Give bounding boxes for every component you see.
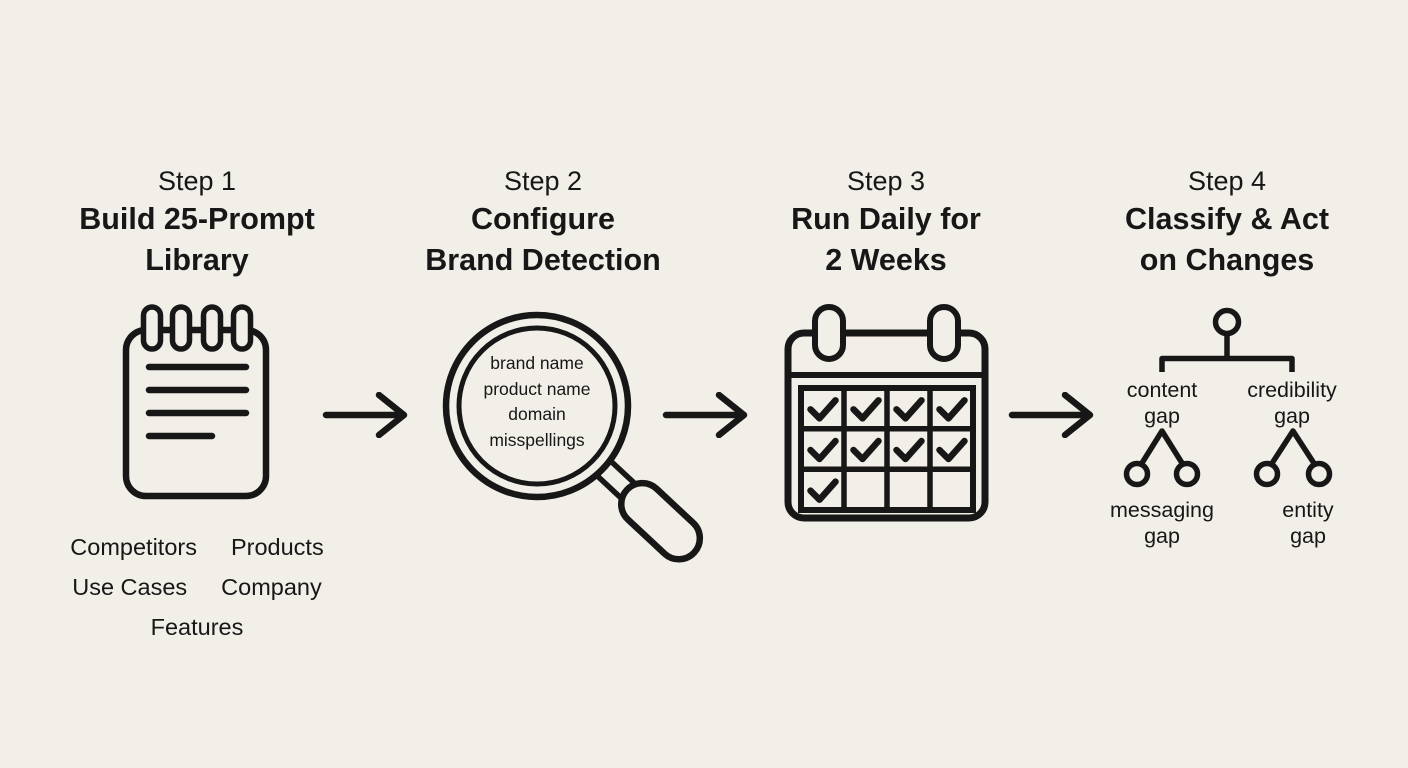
- check-icon: [807, 397, 839, 422]
- branch-credibility-gap: credibility gap: [1212, 377, 1372, 429]
- arrow-right-icon: [662, 392, 748, 438]
- check-icon: [850, 437, 882, 463]
- calendar-checkmarks: [807, 397, 968, 503]
- step2-header: Step 2 Configure Brand Detection: [353, 163, 733, 281]
- step1-header: Step 1 Build 25-Prompt Library: [7, 163, 387, 281]
- step4-title-line1: Classify & Act: [1125, 202, 1329, 236]
- step3-header: Step 3 Run Daily for 2 Weeks: [696, 163, 1076, 281]
- check-icon: [850, 397, 882, 422]
- tag-row: Competitors Products: [17, 527, 377, 567]
- term-domain: domain: [508, 404, 566, 424]
- step3-kicker: Step 3: [846, 166, 926, 196]
- branch-content-gap: content gap: [1082, 377, 1242, 429]
- prompt-category-tags: Competitors Products Use Cases Company F…: [17, 527, 377, 647]
- check-icon: [936, 437, 968, 463]
- term-misspellings: misspellings: [489, 429, 585, 450]
- branch-label-line: gap: [1144, 404, 1180, 428]
- step4-title-line2: on Changes: [1139, 243, 1315, 277]
- magnifier-icon: [442, 311, 704, 563]
- step1-title-line2: Library: [145, 243, 249, 277]
- check-icon: [893, 437, 925, 463]
- leaf-label-line: entity: [1282, 498, 1334, 522]
- branch-label-line: content: [1126, 378, 1198, 402]
- step2-kicker: Step 2: [503, 166, 583, 196]
- step1-kicker: Step 1: [157, 166, 237, 196]
- leaf-label-line: messaging: [1110, 498, 1214, 522]
- tag-competitors: Competitors: [70, 534, 197, 560]
- step4-header: Step 4 Classify & Act on Changes: [1037, 163, 1408, 281]
- check-icon: [893, 397, 925, 422]
- tag-features: Features: [150, 614, 244, 640]
- arrow-right-icon: [1008, 392, 1094, 438]
- tag-company: Company: [221, 574, 322, 600]
- branch-label-line: gap: [1274, 404, 1310, 428]
- step2-title-line2: Brand Detection: [425, 243, 661, 277]
- check-icon: [807, 478, 839, 503]
- arrow-right-icon: [322, 392, 408, 438]
- leaf-entity-gap: entity gap: [1228, 497, 1388, 549]
- term-brand-name: brand name: [490, 353, 584, 373]
- leaf-label-line: gap: [1144, 524, 1180, 548]
- step1-title-line1: Build 25-Prompt: [79, 202, 315, 236]
- step4-kicker: Step 4: [1187, 166, 1267, 196]
- check-icon: [936, 397, 968, 422]
- tag-row: Use Cases Company: [17, 567, 377, 607]
- tag-row: Features: [17, 607, 377, 647]
- step3-title-line1: Run Daily for: [791, 202, 981, 236]
- tag-use-cases: Use Cases: [72, 574, 188, 600]
- notepad-icon: [122, 304, 270, 500]
- term-product-name: product name: [483, 378, 591, 399]
- tag-products: Products: [230, 534, 324, 560]
- tree-icon: [1123, 307, 1333, 488]
- calendar-icon: [784, 304, 989, 522]
- leaf-messaging-gap: messaging gap: [1082, 497, 1242, 549]
- check-icon: [807, 437, 839, 463]
- leaf-label-line: gap: [1290, 524, 1326, 548]
- step2-title-line1: Configure: [470, 202, 615, 236]
- step3-title-line2: 2 Weeks: [825, 243, 947, 277]
- brand-detection-terms: brand name product name domain misspelli…: [447, 351, 627, 453]
- branch-label-line: credibility: [1247, 378, 1337, 402]
